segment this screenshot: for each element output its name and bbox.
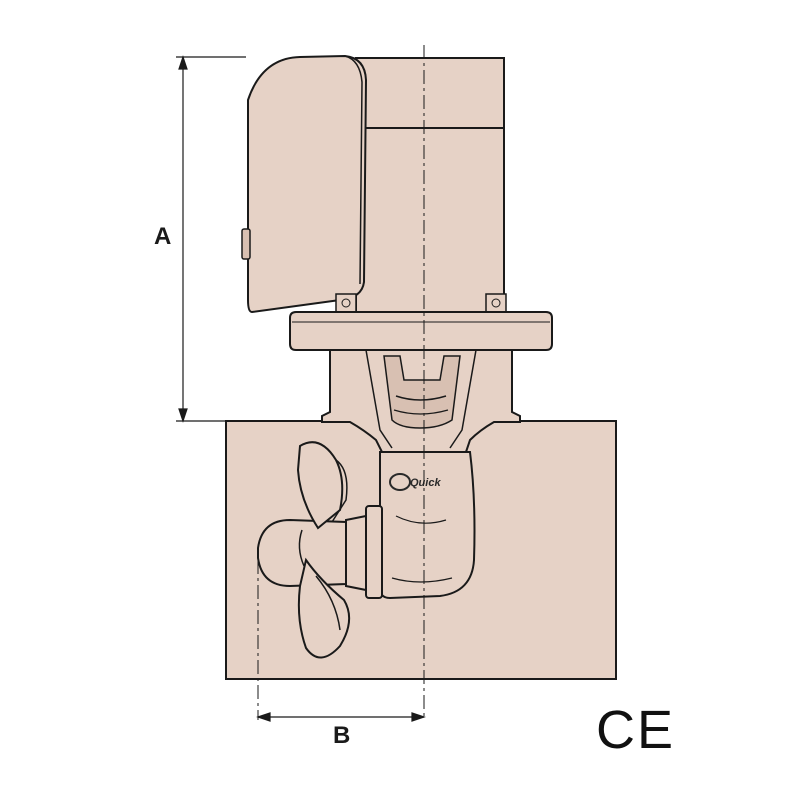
- propeller-hub: [257, 505, 383, 599]
- dimension-a-label: A: [154, 223, 171, 250]
- brand-logo: Quick: [389, 473, 441, 491]
- ce-mark: CE: [596, 700, 675, 760]
- motor-cover: [241, 54, 368, 314]
- logo-text: Quick: [410, 477, 441, 489]
- gear-leg: [321, 349, 521, 453]
- propeller-blades: [296, 441, 351, 659]
- motor-body: [355, 57, 505, 313]
- dimension-a: [176, 55, 246, 423]
- dimension-b-label: B: [333, 722, 350, 749]
- dimension-b: [256, 712, 426, 722]
- mounting-flange: [289, 311, 553, 351]
- center-lines: [257, 45, 425, 720]
- gearbox-housing: [379, 451, 476, 600]
